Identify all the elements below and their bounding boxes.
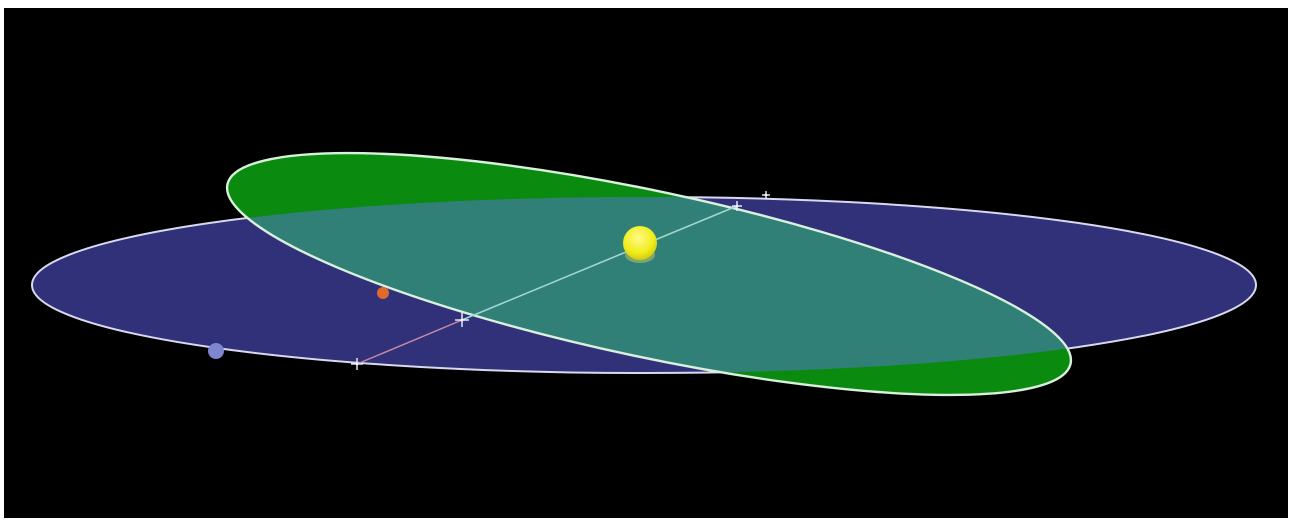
orbit-diagram <box>31 151 1257 397</box>
star-marker-icon <box>732 201 742 211</box>
sun-icon <box>623 226 657 260</box>
node-connector <box>356 319 463 365</box>
star-marker-icon <box>351 358 363 370</box>
orbit-outline <box>225 151 1073 397</box>
blue-marker-icon <box>208 343 224 359</box>
line-of-nodes <box>461 205 738 321</box>
orange-marker-icon <box>377 287 389 299</box>
star-marker-icon <box>762 191 770 199</box>
node-markers <box>351 191 770 370</box>
space-scene <box>4 8 1288 518</box>
star-marker-icon <box>455 313 469 327</box>
